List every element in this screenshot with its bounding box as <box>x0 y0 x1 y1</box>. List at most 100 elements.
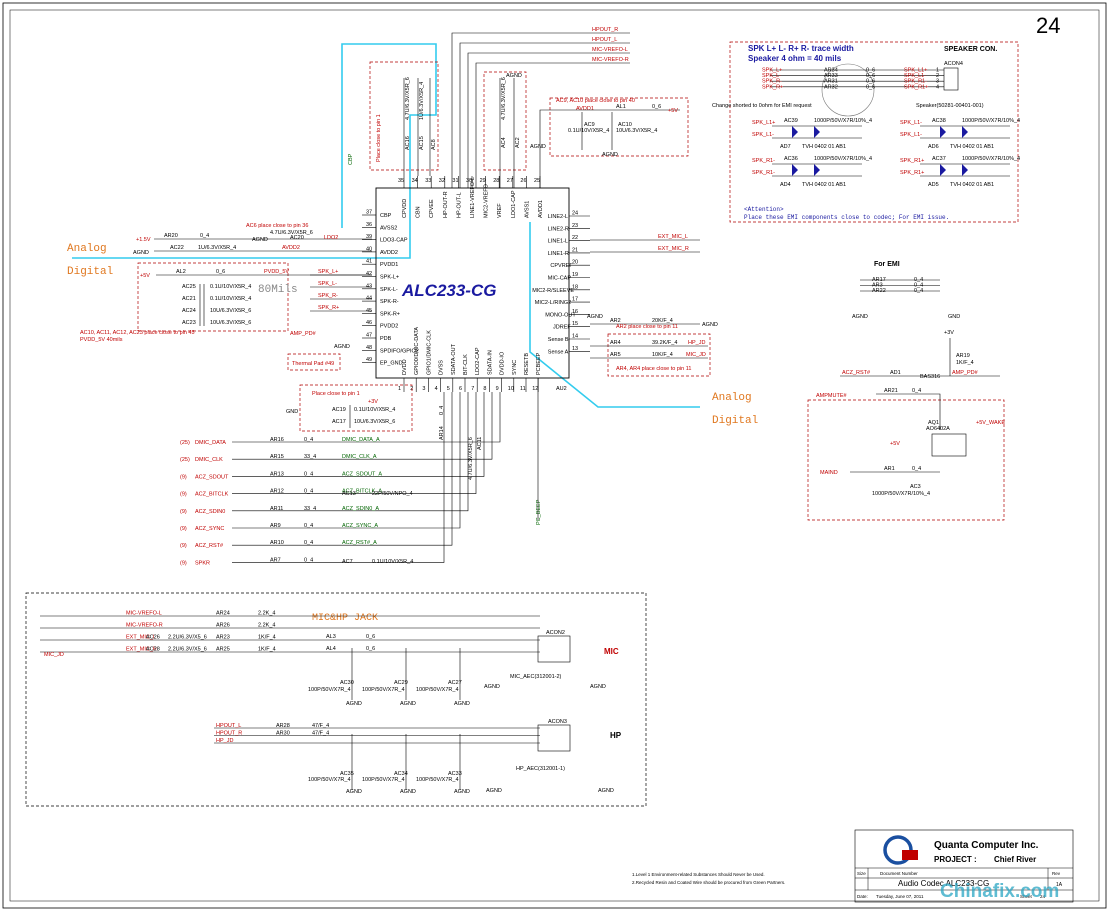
mic-jack-ref: ACON2 <box>546 630 565 636</box>
pin-name: CPVEE <box>429 199 435 218</box>
pin-name: LDO1-CAP <box>511 190 517 218</box>
res-ar14: AR14 <box>439 426 445 440</box>
mic-row-net: EXT_MIC_L <box>126 635 156 641</box>
pin-number: 41 <box>366 259 372 265</box>
pin-name: VREF <box>497 203 503 218</box>
tvs-diode-icon <box>792 164 798 176</box>
chip-pdb-agnd: AGND <box>334 344 350 350</box>
hp-cap-agnd: AGND <box>400 789 416 795</box>
emi-group-net-a: SPK_R1- <box>752 158 775 164</box>
dvdd-caps-box <box>299 384 413 432</box>
cap-ac20: AC20 <box>290 235 304 241</box>
pin-number: 33 <box>425 178 431 184</box>
mic-row-val: 2.2K_4 <box>258 623 275 629</box>
pin-name: SYNC <box>512 360 518 375</box>
digital-row-net: ACZ_SDOUT <box>195 474 229 480</box>
pin-number: 26 <box>520 178 526 184</box>
amp-mute: AMPMUTE# AR21 0_4 AQ1 AO6402A +5V_WAKE +… <box>816 388 1005 497</box>
digital-row-net: DMIC_CLK <box>195 457 223 463</box>
emi-group-net-a: SPK_R1+ <box>900 158 924 164</box>
pin-number: 42 <box>366 271 372 277</box>
digital-row-tag: (9) <box>180 560 187 566</box>
cap-ac13: AC13 <box>342 491 356 497</box>
speaker-row-pin: SPK_L1+ <box>904 68 927 74</box>
cap-ac16-val: 4.7U/6.3V/X5R_6 <box>405 77 411 120</box>
mic-row-cap-val: 2.2U/6.3V/X5_6 <box>168 635 207 641</box>
inductor-al3-val: 0_6 <box>366 634 375 640</box>
digital-row-tag: (9) <box>180 543 187 549</box>
mic-cap-val: 100P/50V/X7R_4 <box>308 687 351 693</box>
inductor-al4-val: 0_6 <box>366 646 375 652</box>
ar4-note: AR4, AR4 place close to pin 11 <box>616 366 691 372</box>
pin-number: 8 <box>483 386 486 392</box>
pin-number: 7 <box>471 386 474 392</box>
speaker-row-net: SPK_R- <box>762 79 782 85</box>
dvdd-caps: Place close to pin 1 +3V AC19 0.1U/10V/X… <box>286 391 395 428</box>
mic-row-cap: AC26 <box>146 635 160 641</box>
digital-row-ref: AR16 <box>270 437 284 443</box>
codec-body <box>375 187 570 379</box>
hp-agnd-1: AGND <box>486 788 502 794</box>
mic-row-ref: AR24 <box>216 611 230 617</box>
speaker-connector-part: Speaker(50281-00401-001) <box>916 103 984 109</box>
tvs-diode-icon <box>792 126 798 138</box>
sense-box <box>607 333 711 377</box>
digital-row-val: 0_4 <box>304 523 313 529</box>
emi-group-net-a: SPK_L1- <box>900 120 922 126</box>
vref-agnd: AGND <box>506 73 522 79</box>
cap-ac21: AC21 <box>182 296 196 302</box>
pin-name: Sense B <box>548 337 569 343</box>
speaker-row-pin: SPK_L1- <box>904 73 926 79</box>
date-label: Date: <box>857 894 868 899</box>
digital-row-ref: AR15 <box>270 454 284 460</box>
pin-name: PCBEEP <box>536 352 542 375</box>
pin-number: 30 <box>466 178 472 184</box>
emi-title: For EMI <box>874 261 900 268</box>
right-agnd: AGND <box>587 314 603 320</box>
cap-ac9: AC9 <box>584 122 595 128</box>
amp-section: +3V AR19 1K/F_4 ACZ_RST# AD1 BAS316 AMP_… <box>840 330 1000 380</box>
mic-row-val: 1K/F_4 <box>258 635 276 641</box>
digital-row-out: ACZ_SDOUT_A <box>342 471 382 477</box>
pin-number: 48 <box>366 345 372 351</box>
emi-group-net-b: SPK_R1+ <box>900 170 924 176</box>
speaker-row-net: SPK_L- <box>762 73 781 79</box>
emi-res-ref: AR22 <box>872 288 886 294</box>
diode-ad1: AD1 <box>890 370 901 376</box>
diode-ad1-val: BAS316 <box>920 374 940 380</box>
pin-name: SPK-L- <box>380 287 398 293</box>
net-hpout-r: HPOUT_R <box>592 27 618 33</box>
pin-number: 6 <box>459 386 462 392</box>
mic-cap-agnd: AGND <box>346 701 362 707</box>
cap-ac19: AC19 <box>332 407 346 413</box>
net-mic-jd: MIC_JD <box>686 352 706 358</box>
inductor-al4: AL4 <box>326 646 336 652</box>
net-pvdd-5v: PVDD_5V <box>264 269 289 275</box>
codec-name: ALC233-CG <box>401 281 496 300</box>
amp-p3v: +3V <box>944 330 954 336</box>
emi-group-cap: AC36 <box>784 156 798 162</box>
chip-spk-lm: SPK_L- <box>318 281 337 287</box>
pin-name: HP-OUT-L <box>456 192 462 218</box>
pin-name: MONO-OUT <box>545 312 576 318</box>
pin-number: 21 <box>572 247 578 253</box>
emi-res-val: 0_4 <box>914 283 923 289</box>
pvdd-filter: +5V AL2 0_6 PVDD_5V 80Mils AC25 0.1U/10V… <box>80 269 372 343</box>
speaker-connector-ref: ACON4 <box>944 61 963 67</box>
pin-number: 40 <box>366 246 372 252</box>
emi-group-cap-val: 1000P/50V/X7R/10%_4 <box>962 118 1020 124</box>
hp-row-val: 47/F_4 <box>312 723 329 729</box>
ac13-cap: AC13 22P/50V/NPO_4 AC7 0.1U/10V/X5R_4 <box>342 491 413 565</box>
emi-group-net-b: SPK_L1- <box>900 132 922 138</box>
speaker-row-pin: SPK_R1- <box>904 79 927 85</box>
hp-cap-agnd: AGND <box>346 789 362 795</box>
pin-name: SPK-R+ <box>380 311 400 317</box>
pin-name: CPVREF <box>550 263 573 269</box>
trace-width-label: 80Mils <box>258 284 298 296</box>
amp-pd: AMP_PD# <box>952 370 979 376</box>
emi-group-diode-val: TVH 0402 01 AB1 <box>950 144 994 150</box>
res-ar4: AR4 <box>610 340 621 346</box>
pin-number: 27 <box>507 178 513 184</box>
hp-row-net: HPOUT_R <box>216 731 242 737</box>
pin-name: AVSS1 <box>524 201 530 218</box>
